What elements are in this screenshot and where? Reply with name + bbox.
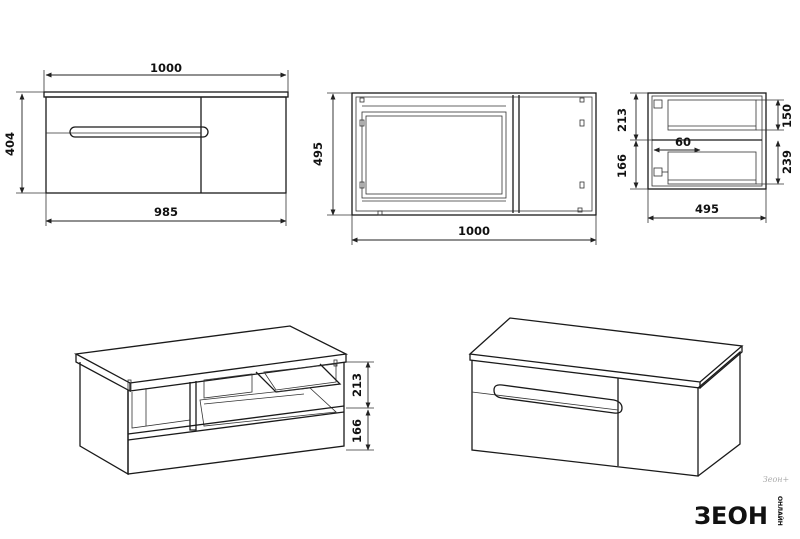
dim-top-depth: 495 (311, 142, 325, 166)
dim-iso-bottom-drawer: 166 (350, 419, 364, 443)
dim-side-depth: 495 (695, 202, 719, 216)
dim-iso-top-drawer: 213 (350, 373, 364, 397)
top-view: 495 1000 (311, 92, 597, 245)
iso-open-view: 213 166 (73, 325, 374, 476)
dim-front-height: 404 (3, 132, 17, 156)
dim-top-width: 1000 (458, 224, 490, 238)
dim-side-upper-right: 150 (780, 104, 794, 128)
watermark: Зеон+ (763, 475, 790, 484)
dim-side-top-drawer: 213 (615, 108, 629, 132)
dim-side-offset: 60 (675, 135, 691, 149)
front-view: 1000 404 985 (3, 61, 289, 226)
logo-sub-text: ОНЛАЙН (776, 496, 784, 526)
dim-front-width-bottom: 985 (154, 205, 178, 219)
logo-text: ЗЕОН (694, 502, 768, 530)
dim-front-width-top: 1000 (150, 61, 182, 75)
dim-side-lower-right: 239 (780, 150, 794, 174)
side-view: 60 213 166 150 239 495 (615, 92, 794, 223)
brand-logo: ЗЕОН ОНЛАЙН (694, 496, 784, 530)
dim-side-bottom-drawer: 166 (615, 154, 629, 178)
iso-closed-view (468, 317, 744, 477)
